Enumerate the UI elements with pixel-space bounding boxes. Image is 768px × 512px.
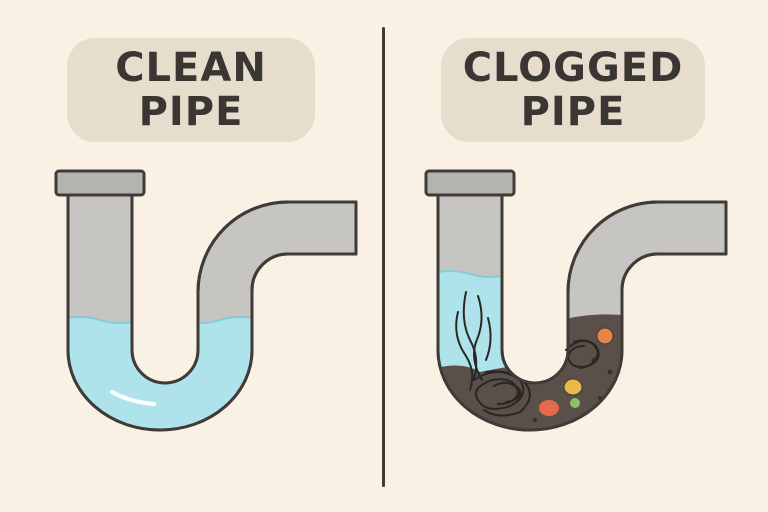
pipe-cap xyxy=(54,169,146,197)
clean-pipe-illustration xyxy=(54,169,358,432)
center-divider xyxy=(382,27,385,487)
pipe-cap xyxy=(424,169,516,197)
clogged-pipe-illustration xyxy=(424,169,728,432)
debris xyxy=(570,398,580,408)
hair-strands xyxy=(455,291,600,417)
clogged-pipe-label: CLOGGED PIPE xyxy=(441,38,705,142)
clean-pipe-label: CLEAN PIPE xyxy=(67,38,315,142)
debris xyxy=(596,327,614,345)
debris xyxy=(539,400,559,416)
clean-pipe-title-line2: PIPE xyxy=(138,89,244,135)
water xyxy=(68,317,260,430)
clean-pipe-title-line1: CLEAN xyxy=(115,45,267,91)
clogged-pipe-title-line2: PIPE xyxy=(520,89,626,135)
clogged-pipe-title-line1: CLOGGED xyxy=(462,45,684,91)
debris xyxy=(563,378,583,396)
